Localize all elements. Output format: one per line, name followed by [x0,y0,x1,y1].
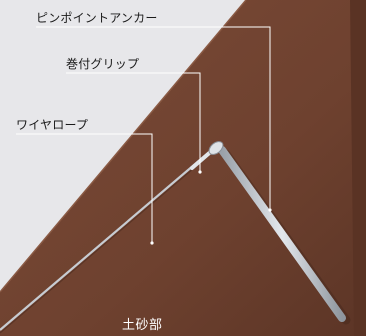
callout-grip-dot [198,170,202,174]
anchor-rod [218,146,346,322]
slope-cut-face [350,0,366,336]
anchor-head [208,141,224,155]
wire-rope-shadow [0,150,215,334]
pin-point-anchor-label: ピンポイントアンカー [36,11,158,25]
wire-rope [0,147,215,331]
slope-edge [0,0,247,293]
wire-rope-label: ワイヤロープ [16,118,89,132]
soil-section-label: 土砂部 [122,318,163,333]
winding-grip-label: 巻付グリップ [66,57,140,71]
callout-rope [16,133,153,243]
callout-grip [66,72,201,172]
callout-anchor-dot [268,208,272,212]
callout-rope-dot [150,241,154,245]
callout-anchor [36,26,271,210]
